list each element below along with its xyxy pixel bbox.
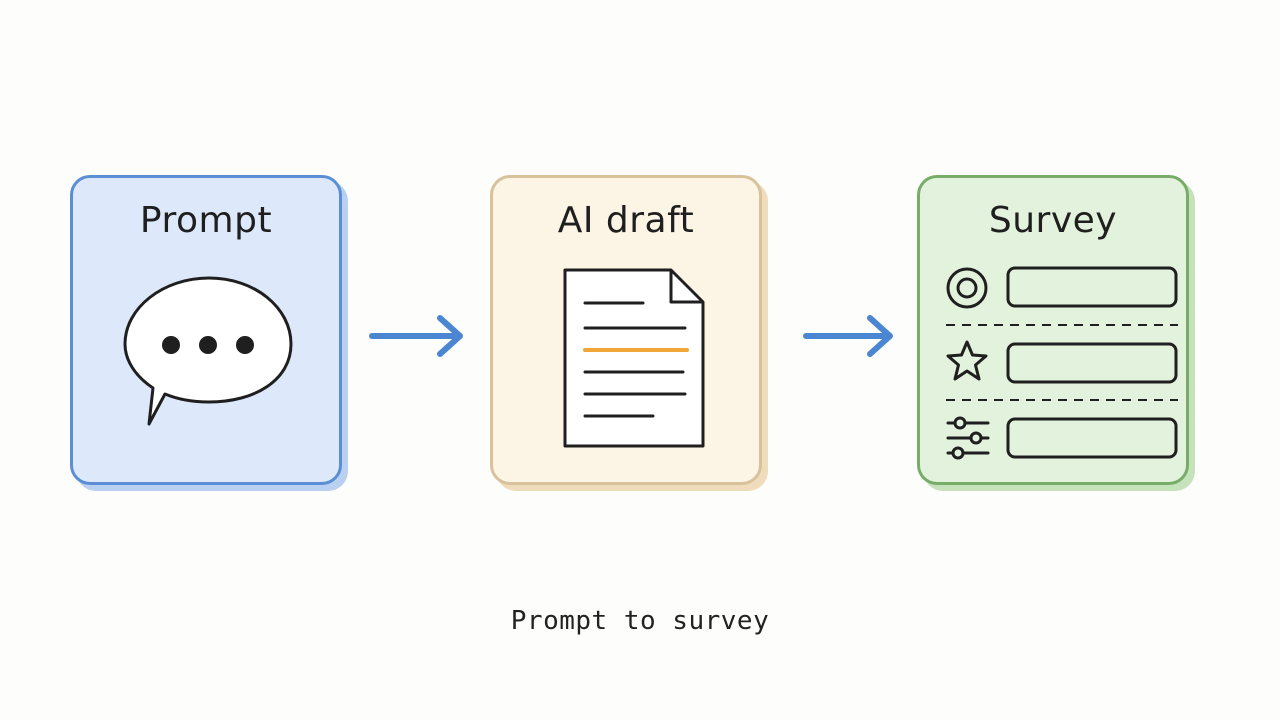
step-card-ai-draft: AI draft <box>490 175 762 485</box>
step-card-prompt: Prompt <box>70 175 342 485</box>
survey-form-illustration <box>946 266 1178 460</box>
survey-answer-field <box>1006 342 1178 384</box>
radio-button-icon <box>946 267 988 309</box>
arrow-right-icon <box>803 315 893 357</box>
step-card-survey: Survey <box>917 175 1189 485</box>
survey-answer-field <box>1006 266 1178 308</box>
step-title-ai-draft: AI draft <box>557 200 695 241</box>
step-title-prompt: Prompt <box>139 200 273 241</box>
diagram-caption: Prompt to survey <box>510 606 770 636</box>
survey-answer-field <box>1006 417 1178 459</box>
document-icon <box>563 268 705 448</box>
star-icon <box>946 340 988 381</box>
step-title-survey: Survey <box>988 200 1118 241</box>
speech-bubble-icon <box>123 276 293 426</box>
arrow-right-icon <box>369 315 463 357</box>
sliders-icon <box>946 416 990 460</box>
